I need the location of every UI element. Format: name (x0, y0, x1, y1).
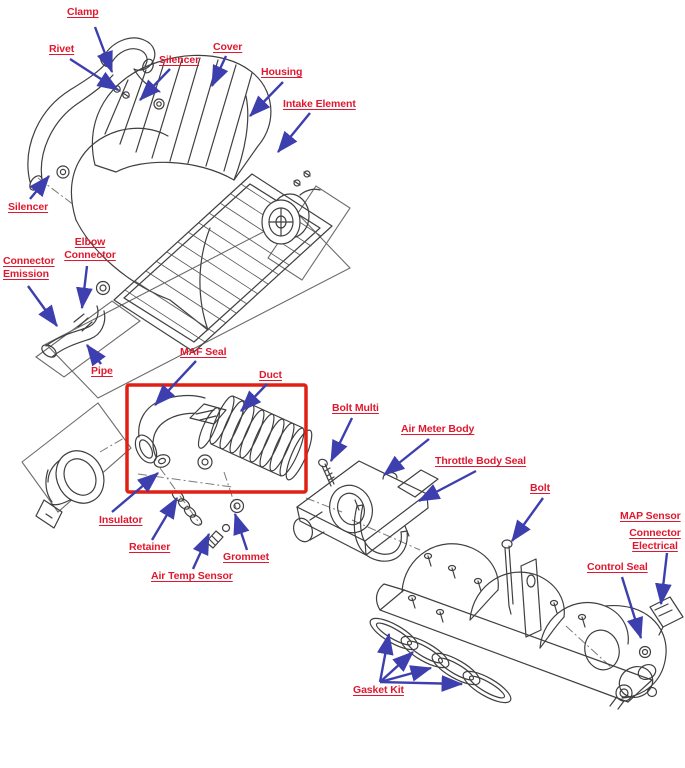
pipe-drawing (41, 280, 111, 358)
arrow-bolt (511, 497, 544, 542)
arrow-air-temp-sensor (191, 532, 211, 570)
label-connector-electrical[interactable]: Connector Electrical (629, 527, 681, 553)
arrow-gasket-3 (379, 665, 433, 684)
label-maf-seal[interactable]: MAF Seal (180, 346, 227, 358)
label-insulator[interactable]: Insulator (99, 514, 143, 526)
cover-drawing (91, 54, 272, 181)
arrow-control-seal (620, 576, 643, 640)
arrow-gasket-1 (376, 632, 394, 683)
label-retainer[interactable]: Retainer (129, 541, 171, 553)
arrow-gasket-4 (379, 675, 464, 692)
label-throttle-body-seal[interactable]: Throttle Body Seal (435, 455, 526, 467)
arrow-insulator (111, 472, 159, 513)
manifold-drawing (375, 539, 667, 703)
arrow-elbow-connector (76, 265, 93, 310)
label-silencer-left[interactable]: Silencer (8, 201, 49, 213)
arrow-grommet (233, 512, 250, 551)
label-duct[interactable]: Duct (259, 369, 282, 381)
snorkel-clamp-drawing (27, 37, 161, 191)
throttle-body-seal-drawing (353, 499, 410, 562)
label-gasket-kit[interactable]: Gasket Kit (353, 684, 404, 696)
maf-body-drawing (35, 450, 105, 529)
label-grommet[interactable]: Grommet (223, 551, 269, 563)
intake-element-drawing (113, 173, 333, 353)
label-bolt[interactable]: Bolt (530, 482, 551, 494)
label-intake-element[interactable]: Intake Element (283, 98, 356, 110)
arrow-retainer (150, 496, 179, 541)
silencer-drawings (56, 98, 165, 179)
arrow-intake-element (277, 112, 311, 153)
label-bolt-multi[interactable]: Bolt Multi (332, 402, 379, 414)
arrow-duct (240, 383, 268, 412)
label-control-seal[interactable]: Control Seal (587, 561, 648, 573)
manifold-studs (407, 552, 587, 628)
arrow-gasket-2 (379, 651, 414, 683)
label-elbow-connector[interactable]: Elbow Connector (64, 236, 116, 262)
label-cover[interactable]: Cover (213, 41, 243, 53)
arrow-silencer-top (139, 68, 171, 101)
arrow-connector-emission (27, 285, 58, 327)
label-air-meter-body[interactable]: Air Meter Body (401, 423, 475, 435)
arrow-connector-electrical (655, 552, 672, 606)
label-connector-emission[interactable]: Connector Emission (3, 255, 55, 281)
arrow-housing (249, 81, 284, 117)
label-air-temp-sensor[interactable]: Air Temp Sensor (151, 570, 233, 582)
label-pipe[interactable]: Pipe (91, 365, 113, 377)
highlight-box (125, 383, 308, 494)
label-map-sensor[interactable]: MAP Sensor (620, 510, 681, 522)
arrow-bolt-multi (329, 417, 354, 463)
outlet-ring-drawing (261, 170, 321, 245)
arrow-silencer-left (29, 175, 50, 200)
duct-drawing (134, 394, 313, 481)
small-parts-drawing (153, 454, 245, 551)
arrow-rivet (69, 57, 120, 92)
label-silencer-top[interactable]: Silencer (159, 54, 200, 66)
arrow-pipe (86, 344, 106, 367)
centerlines (37, 177, 613, 669)
arrow-cover (210, 55, 229, 88)
arrow-maf-seal (154, 360, 197, 406)
label-housing[interactable]: Housing (261, 66, 303, 78)
arrow-clamp (93, 26, 114, 74)
label-clamp[interactable]: Clamp (67, 6, 99, 18)
label-rivet[interactable]: Rivet (49, 43, 75, 55)
arrow-air-meter-body (383, 438, 430, 476)
housing-drawing (70, 127, 211, 331)
arrow-throttle-body-seal (417, 469, 477, 503)
